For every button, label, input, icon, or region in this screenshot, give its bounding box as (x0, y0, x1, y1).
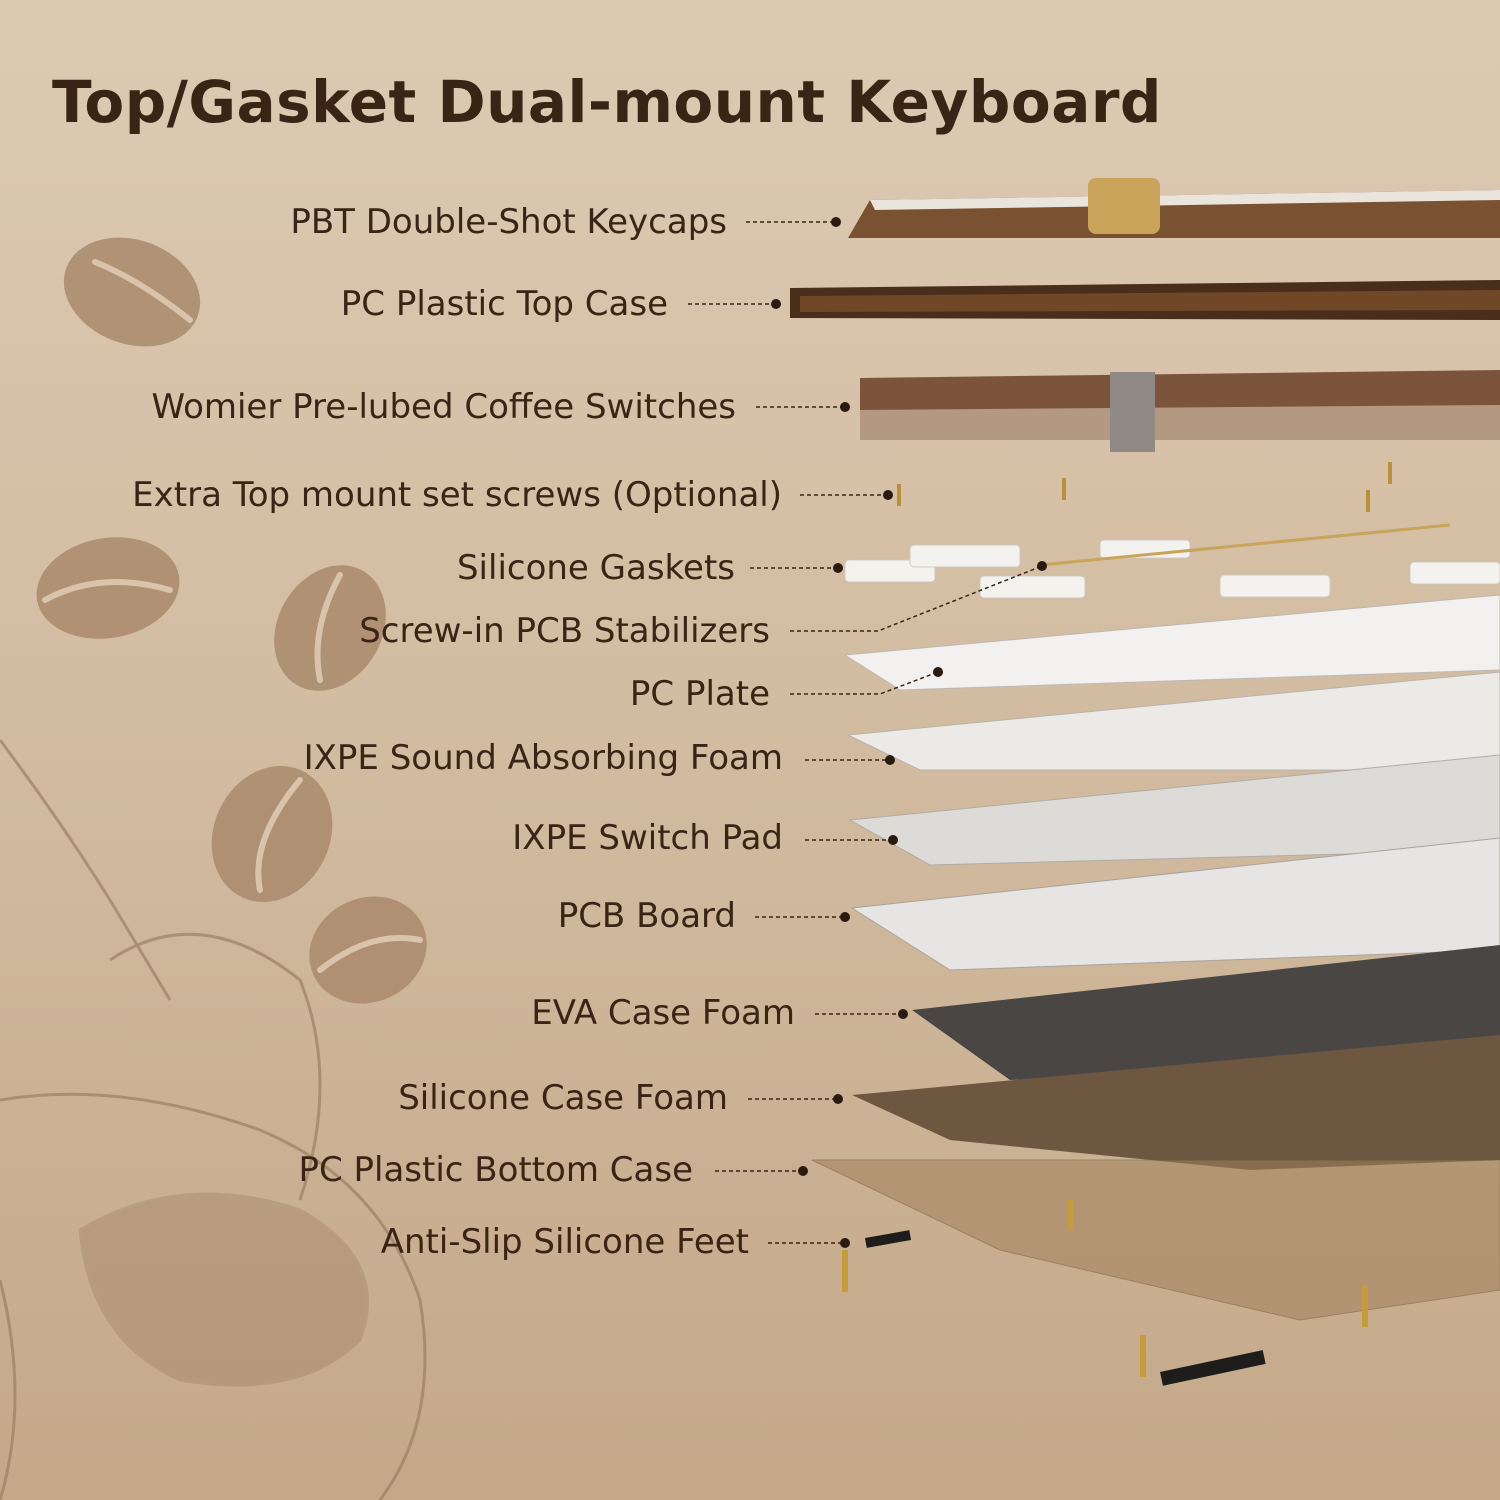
label-silicone-feet: Anti-Slip Silicone Feet (380, 1222, 749, 1262)
label-ixpe-foam: IXPE Sound Absorbing Foam (303, 738, 783, 778)
label-pcb-board: PCB Board (557, 896, 736, 936)
label-switches: Womier Pre-lubed Coffee Switches (151, 387, 736, 427)
label-bottom-case: PC Plastic Bottom Case (298, 1150, 693, 1190)
label-pc-plate: PC Plate (629, 674, 770, 714)
page-title: Top/Gasket Dual-mount Keyboard (52, 68, 1162, 136)
label-stabilizers: Screw-in PCB Stabilizers (359, 611, 770, 651)
label-silicone-case-foam: Silicone Case Foam (398, 1078, 728, 1118)
coffee-bean-icon (309, 896, 427, 1004)
label-top-case: PC Plastic Top Case (340, 284, 668, 324)
coffee-bean-icon (36, 537, 180, 639)
label-set-screws: Extra Top mount set screws (Optional) (132, 475, 782, 515)
coffee-bean-icon (274, 565, 386, 691)
coffee-sack-sketch (0, 739, 427, 1500)
label-eva-foam: EVA Case Foam (531, 993, 795, 1033)
coffee-bean-icon (211, 765, 333, 903)
coffee-bean-decorations (36, 237, 427, 1004)
label-switch-pad: IXPE Switch Pad (512, 818, 783, 858)
label-silicone-gaskets: Silicone Gaskets (456, 548, 735, 588)
leader-lines (688, 221, 1043, 1244)
label-keycaps: PBT Double-Shot Keycaps (290, 202, 727, 242)
coffee-bean-icon (63, 237, 201, 347)
